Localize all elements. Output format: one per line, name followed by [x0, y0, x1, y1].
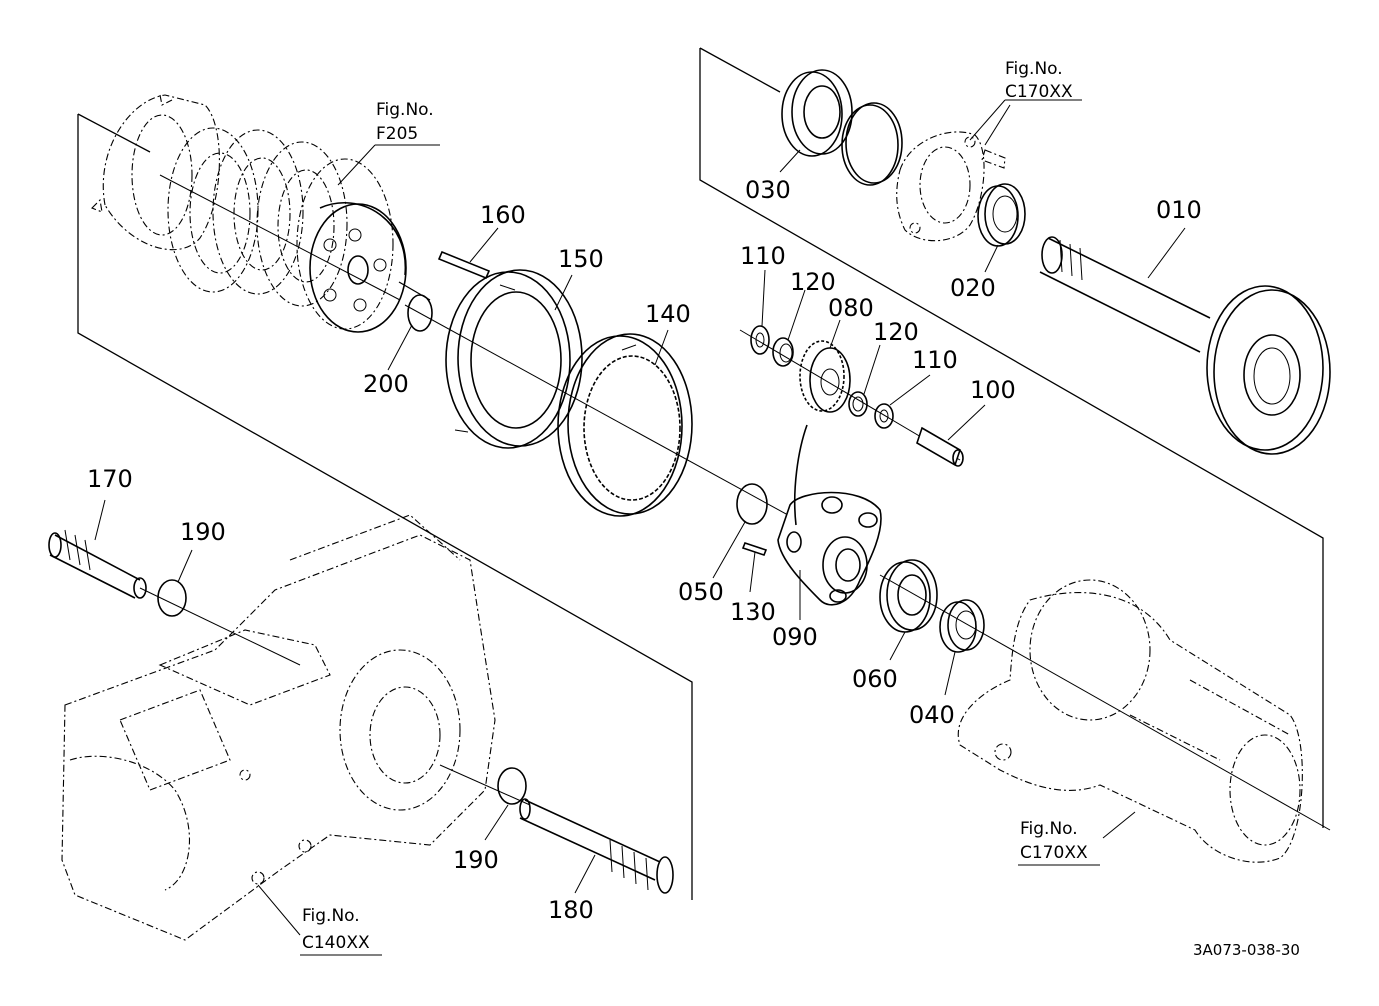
part-030-bearing	[779, 69, 853, 173]
part-110-washer-b	[874, 374, 931, 429]
bearing-flange-cover	[896, 131, 985, 242]
part-190-snap-ring-a	[157, 549, 193, 617]
ref-f205-line1: Fig.No.	[376, 100, 434, 120]
part-200-o-ring	[387, 294, 433, 371]
part-140-ring-gear	[557, 329, 693, 517]
centerline-lower	[879, 574, 1331, 831]
label-020: 020	[950, 274, 996, 302]
part-100-shaft	[916, 404, 986, 467]
label-150: 150	[558, 245, 604, 273]
part-050-snap-ring	[712, 483, 768, 579]
transmission-case	[61, 514, 496, 941]
part-120-bearing-b	[848, 344, 881, 417]
part-170-input-shaft	[48, 499, 301, 666]
label-190-lower: 190	[453, 846, 499, 874]
label-110-lower: 110	[912, 346, 958, 374]
label-120-lower: 120	[873, 318, 919, 346]
part-040-nut	[939, 599, 985, 696]
bolt-top	[981, 104, 1011, 169]
diagram-code: 3A073-038-30	[1193, 941, 1300, 959]
part-150-ring	[445, 269, 583, 449]
part-120-bearing-a	[772, 289, 806, 367]
label-030: 030	[745, 176, 791, 204]
part-080-gear	[799, 319, 851, 413]
rear-axle-housing	[957, 579, 1303, 863]
snap-ring-top	[841, 102, 903, 186]
ref-c170-bottom-line2: C170XX	[1020, 843, 1088, 863]
label-160: 160	[480, 201, 526, 229]
ref-leaders	[300, 99, 1100, 956]
label-110-upper: 110	[740, 242, 786, 270]
ref-c170-top-line1: Fig.No.	[1005, 59, 1063, 79]
ref-c170-top-line2: C170XX	[1005, 82, 1073, 102]
label-190-upper: 190	[180, 518, 226, 546]
label-140: 140	[645, 300, 691, 328]
part-180-shaft	[439, 764, 674, 894]
label-180: 180	[548, 896, 594, 924]
label-050: 050	[678, 578, 724, 606]
label-080: 080	[828, 294, 874, 322]
label-040: 040	[909, 701, 955, 729]
label-200: 200	[363, 370, 409, 398]
label-010: 010	[1156, 196, 1202, 224]
part-090-planet-carrier	[777, 424, 882, 620]
ref-c170-bottom-line1: Fig.No.	[1020, 819, 1078, 839]
ref-c140-line2: C140XX	[302, 933, 370, 953]
part-020-oil-seal	[977, 183, 1026, 273]
ref-c140-line1: Fig.No.	[302, 906, 360, 926]
part-130-pin	[741, 542, 768, 593]
label-090: 090	[772, 623, 818, 651]
label-120-upper: 120	[790, 268, 836, 296]
clutch-pack-assembly	[91, 94, 407, 333]
part-190-snap-ring-b	[484, 767, 527, 841]
label-100: 100	[970, 376, 1016, 404]
boundary-upper-right	[699, 47, 1324, 828]
part-010-output-shaft	[1039, 227, 1331, 455]
part-060-bearing	[879, 559, 938, 661]
label-130: 130	[730, 598, 776, 626]
ref-f205-line2: F205	[376, 124, 418, 144]
label-060: 060	[852, 665, 898, 693]
part-160-pin	[437, 227, 499, 280]
label-170: 170	[87, 465, 133, 493]
